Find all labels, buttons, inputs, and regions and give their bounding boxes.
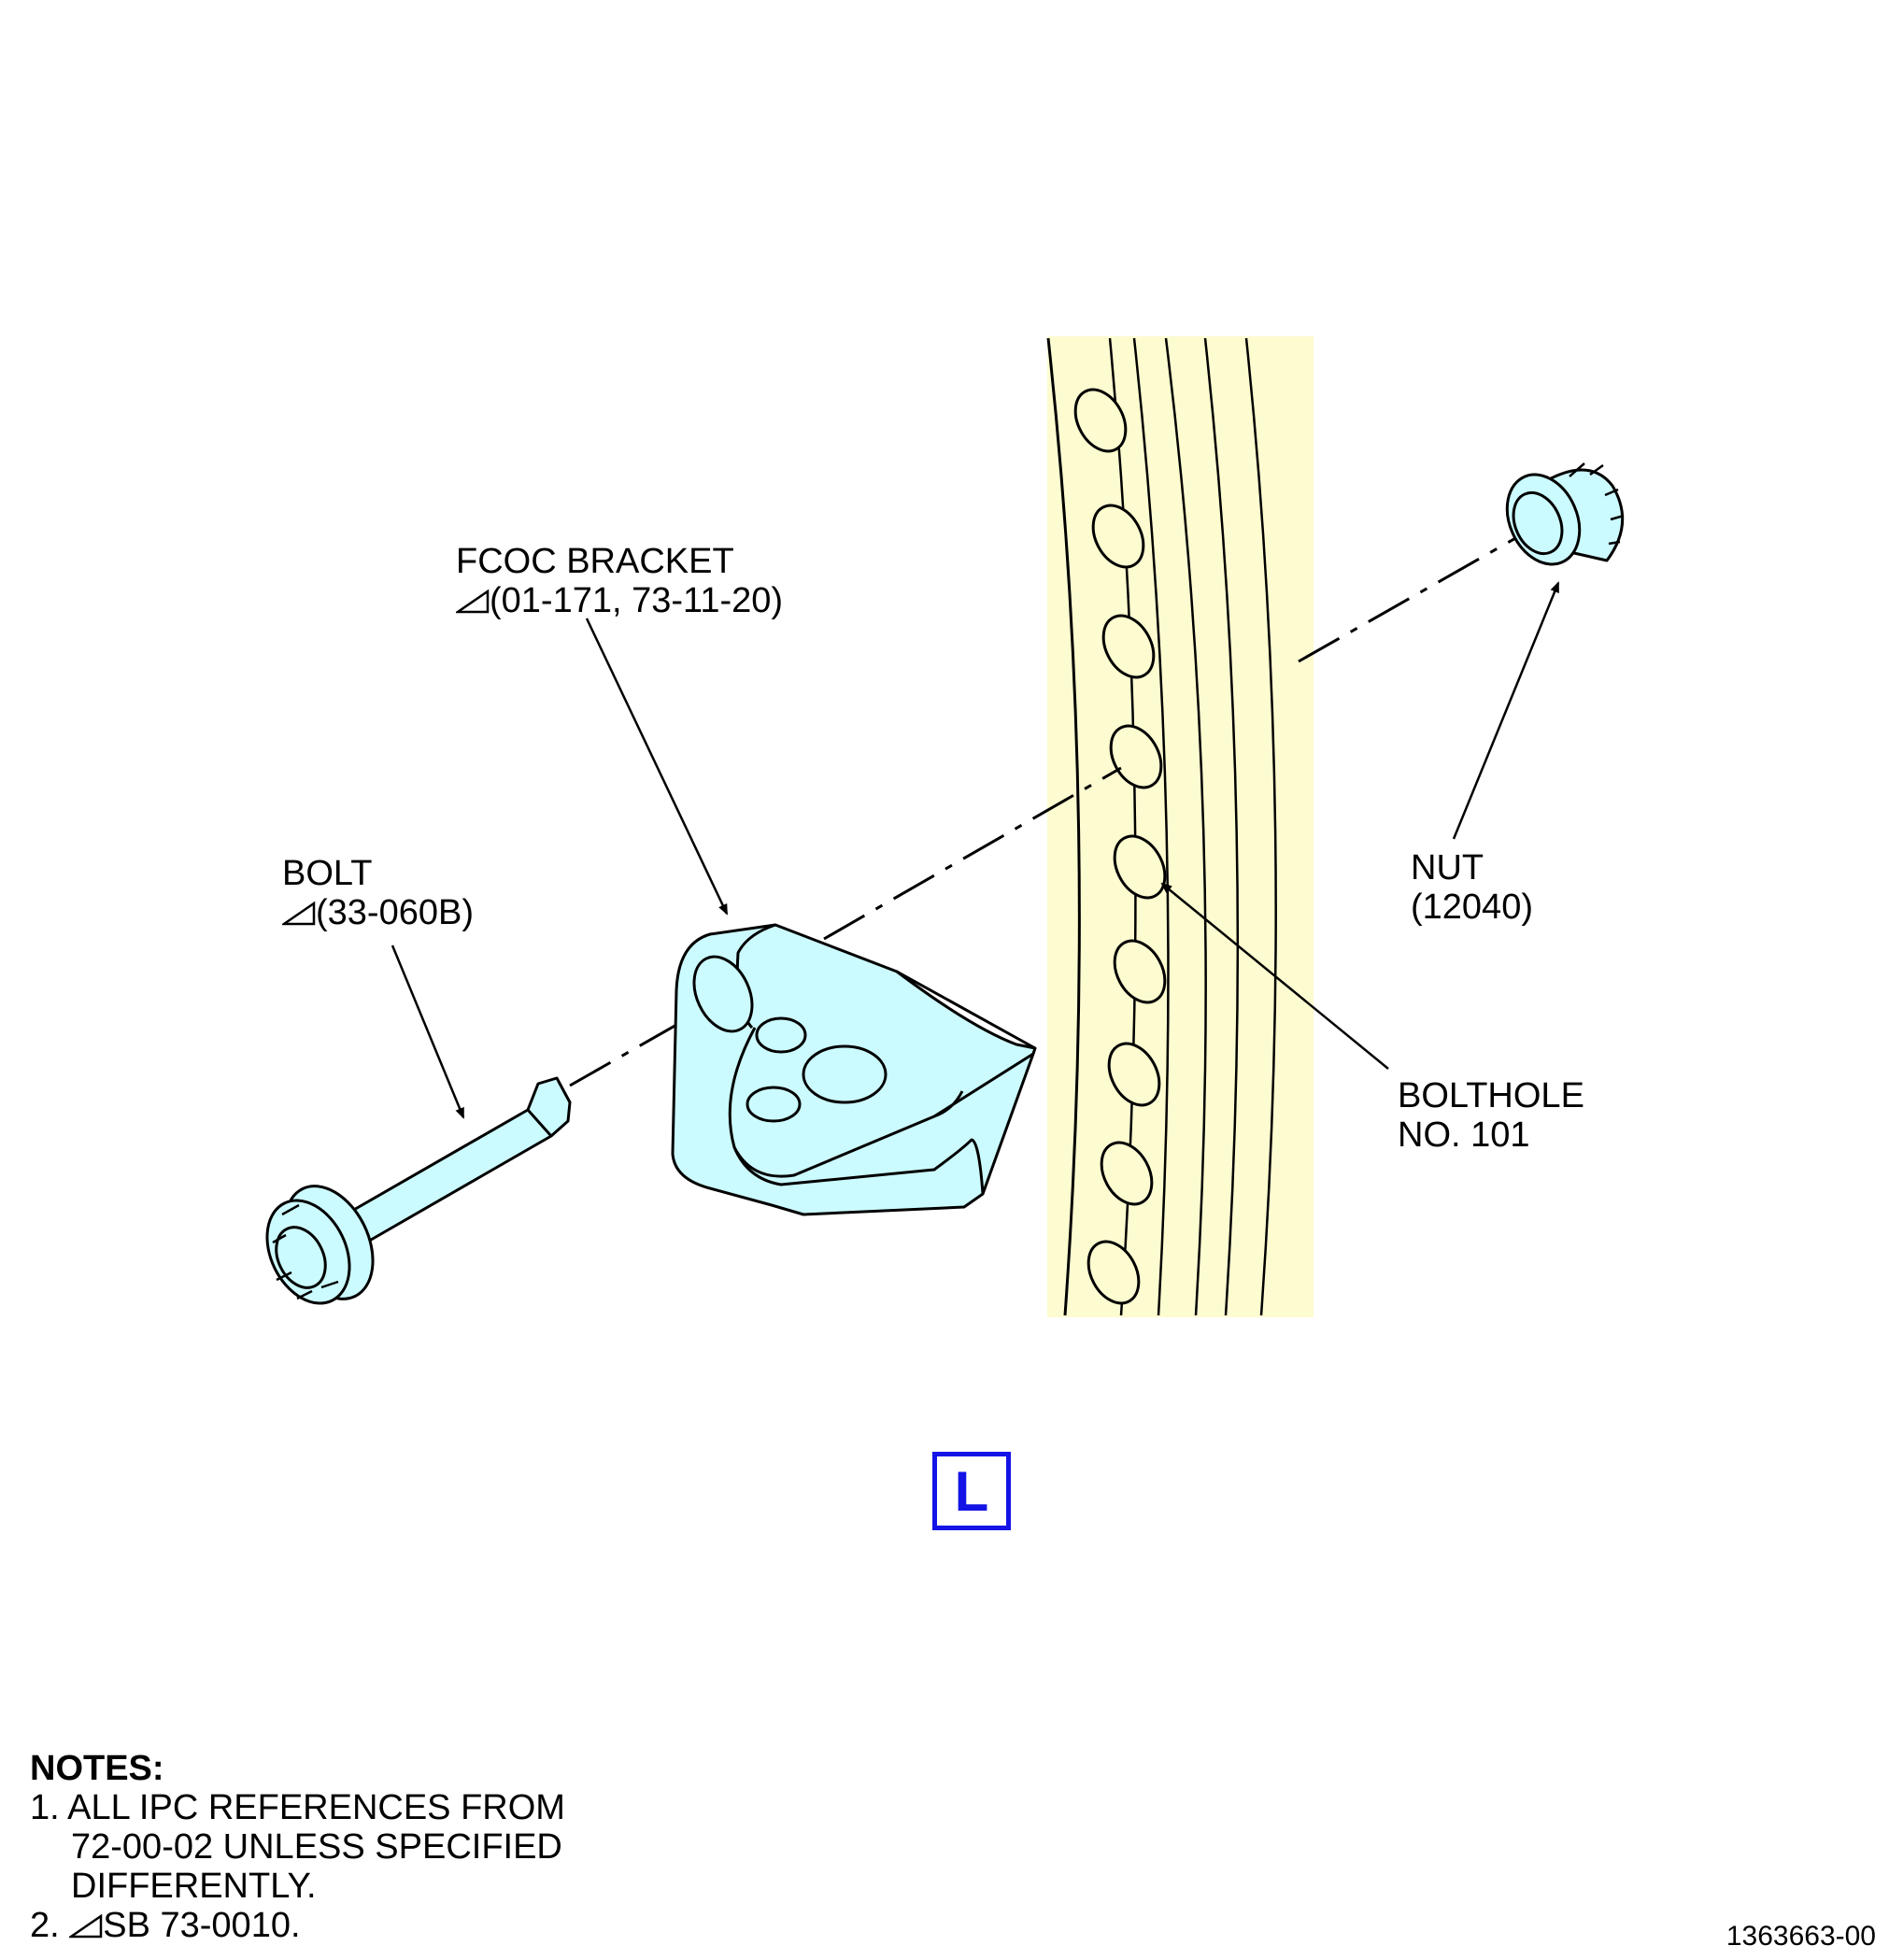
notes-block: NOTES: 1. ALL IPC REFERENCES FROM 72-00-… bbox=[30, 1749, 565, 1945]
callout-fcoc-bracket: FCOC BRACKET (01-171, 73-11-20) bbox=[453, 542, 783, 620]
callout-bolt-ref: (33-060B) bbox=[279, 893, 474, 932]
note-triangle-icon bbox=[67, 1913, 103, 1939]
bolthole bbox=[1100, 1141, 1154, 1206]
note-1-line-3: DIFFERENTLY. bbox=[71, 1867, 317, 1906]
bolt-part bbox=[265, 1076, 572, 1305]
nut-part bbox=[1505, 462, 1625, 566]
note-1-line-2: 72-00-02 UNLESS SPECIFIED bbox=[71, 1827, 562, 1867]
bolthole bbox=[1113, 939, 1167, 1004]
callout-nut-ref: (12040) bbox=[1411, 888, 1533, 927]
bracket-hole bbox=[755, 1016, 807, 1054]
bolthole bbox=[1109, 724, 1163, 789]
bracket-hole bbox=[692, 955, 754, 1033]
note-triangle-icon bbox=[453, 589, 490, 614]
bracket-hole bbox=[802, 1044, 888, 1104]
figure-number: 1363663-00 bbox=[1726, 1921, 1876, 1952]
leader-bracket bbox=[585, 618, 729, 916]
callout-bolthole-number: NO. 101 bbox=[1398, 1115, 1530, 1155]
engine-flange bbox=[1046, 336, 1314, 1317]
leader-bolthole bbox=[1160, 882, 1389, 1070]
leader-lines bbox=[391, 581, 1560, 1119]
bolthole bbox=[1073, 388, 1128, 453]
callout-bolt: BOLT (33-060B) bbox=[279, 854, 474, 932]
bracket-hole bbox=[746, 1086, 802, 1123]
leader-nut bbox=[1452, 581, 1560, 840]
note-2: 2. SB 73-0010. bbox=[30, 1906, 301, 1945]
bolthole bbox=[1101, 614, 1156, 679]
view-label-box: L bbox=[932, 1452, 1011, 1530]
callout-nut: NUT (12040) bbox=[1411, 848, 1533, 927]
callout-bolt-title: BOLT bbox=[282, 854, 373, 893]
callout-bolthole-title: BOLTHOLE bbox=[1398, 1076, 1584, 1115]
fcoc-bracket bbox=[671, 923, 1037, 1216]
callout-bracket-ref: (01-171, 73-11-20) bbox=[453, 581, 783, 620]
callout-bracket-title: FCOC BRACKET bbox=[456, 542, 734, 581]
bolthole-101 bbox=[1113, 834, 1167, 900]
callout-bolthole: BOLTHOLE NO. 101 bbox=[1398, 1076, 1584, 1155]
bolthole bbox=[1091, 504, 1145, 569]
view-label: L bbox=[954, 1459, 989, 1523]
installation-centerline bbox=[569, 527, 1533, 1087]
callout-nut-title: NUT bbox=[1411, 848, 1484, 888]
note-triangle-icon bbox=[279, 901, 316, 926]
bolthole bbox=[1107, 1042, 1161, 1107]
bolthole bbox=[1087, 1240, 1141, 1305]
flange-boltholes bbox=[1073, 388, 1167, 1305]
leader-bolt bbox=[391, 944, 465, 1119]
notes-heading: NOTES: bbox=[30, 1749, 164, 1788]
note-1-line-1: 1. ALL IPC REFERENCES FROM bbox=[30, 1788, 565, 1827]
